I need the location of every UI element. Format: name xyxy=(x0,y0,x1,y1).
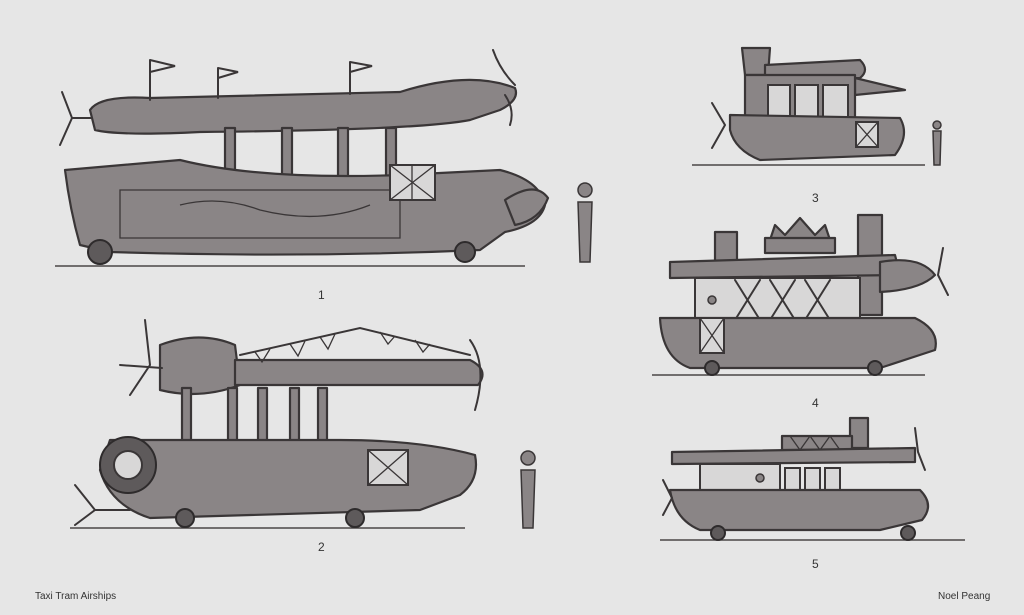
lattice xyxy=(855,121,879,148)
design-number-5: 5 xyxy=(812,557,819,571)
wheel xyxy=(710,525,726,541)
design-number-4: 4 xyxy=(812,396,819,410)
wheel xyxy=(175,508,195,528)
propeller-icon xyxy=(914,427,926,471)
design-number-1: 1 xyxy=(318,288,325,302)
propeller-icon xyxy=(469,339,482,411)
airship-sketch-5 xyxy=(660,416,965,541)
propeller-icon xyxy=(59,91,93,146)
wheel xyxy=(345,508,365,528)
wheel xyxy=(867,360,883,376)
airship-sketch-3 xyxy=(692,46,942,166)
crown-ornament xyxy=(768,216,832,242)
paddle-wheel-hub xyxy=(113,450,143,480)
wheel xyxy=(87,239,113,265)
column xyxy=(336,126,350,185)
engine-pod xyxy=(158,336,242,396)
lower-hull xyxy=(98,438,478,520)
wheel xyxy=(704,360,720,376)
deck-railing xyxy=(789,434,841,452)
flag-icon xyxy=(349,61,373,95)
lattice xyxy=(367,449,409,486)
chimney xyxy=(713,230,739,264)
canopy-roof xyxy=(670,446,917,466)
propeller-icon xyxy=(492,49,516,126)
scale-figure-head xyxy=(932,120,942,130)
awning xyxy=(853,76,907,97)
sheet-title: Taxi Tram Airships xyxy=(35,591,117,602)
scale-figure-body xyxy=(577,201,593,263)
bunting-line xyxy=(239,326,471,356)
upper-balloon xyxy=(88,78,518,135)
scale-figure-head xyxy=(577,182,593,198)
lower-hull xyxy=(63,158,547,256)
canopy-roof xyxy=(668,253,902,280)
open-cabin xyxy=(699,463,781,493)
scale-figure-head xyxy=(520,450,536,466)
design-number-3: 3 xyxy=(812,191,819,205)
ornament-swirl xyxy=(179,200,371,218)
scale-figure-body xyxy=(932,130,942,166)
lattice xyxy=(389,164,436,201)
braced-frame xyxy=(694,277,861,324)
airship-sketch-4 xyxy=(652,213,949,376)
name-plaque xyxy=(763,236,837,255)
canopy-roof xyxy=(233,358,484,387)
scale-figure-body xyxy=(520,469,536,529)
design-number-2: 2 xyxy=(318,540,325,554)
propeller-icon xyxy=(937,247,949,296)
nose-horn xyxy=(503,188,550,227)
artist-name: Noel Peang xyxy=(938,591,991,602)
bunting-flags xyxy=(254,331,431,364)
flag-icon xyxy=(217,67,239,99)
upper-deck xyxy=(780,434,854,452)
cross-braces xyxy=(734,279,831,321)
passenger-figure xyxy=(755,473,765,483)
hull-panel xyxy=(119,189,401,239)
engine-pod xyxy=(878,259,937,294)
airship-sketch-2 xyxy=(70,319,536,529)
propeller-icon xyxy=(662,479,673,516)
wheel xyxy=(900,525,916,541)
passenger-figure xyxy=(707,295,717,305)
propeller-icon xyxy=(711,102,726,149)
flag-icon xyxy=(149,59,176,101)
wheel xyxy=(454,241,476,263)
propeller-icon xyxy=(74,484,131,526)
propeller-icon xyxy=(119,319,163,396)
lattice xyxy=(699,317,725,354)
airship-sketch-1 xyxy=(55,49,593,267)
lower-hull xyxy=(668,488,930,532)
